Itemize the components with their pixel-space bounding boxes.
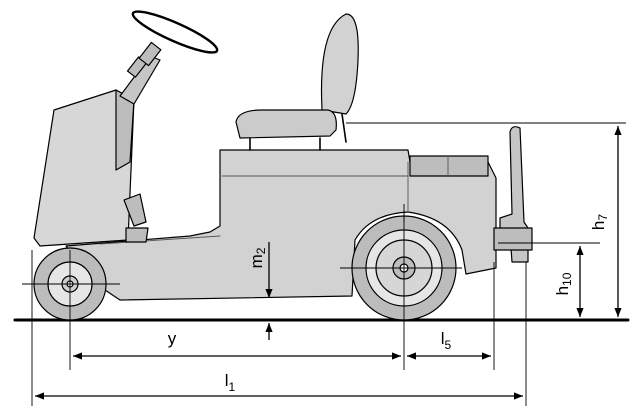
label-l5: l5 xyxy=(441,329,452,352)
reference-lines xyxy=(22,122,626,406)
seat-post xyxy=(341,113,347,143)
seat-back xyxy=(320,13,359,115)
label-l1: l1 xyxy=(225,371,236,394)
seat-cushion xyxy=(235,109,337,139)
tow-tractor-drawing xyxy=(13,10,630,322)
label-h10: h10 xyxy=(553,272,574,295)
floor-line xyxy=(99,235,221,245)
battery-box xyxy=(409,155,489,177)
label-h7: h7 xyxy=(589,214,610,230)
pedal xyxy=(123,193,147,227)
steering-wheel xyxy=(131,10,219,54)
label-m2: m2 xyxy=(247,247,268,268)
dimension-lines xyxy=(35,126,622,400)
dimension-labels: h7 h10 m2 y l5 l1 xyxy=(168,214,610,394)
label-y: y xyxy=(168,329,177,348)
